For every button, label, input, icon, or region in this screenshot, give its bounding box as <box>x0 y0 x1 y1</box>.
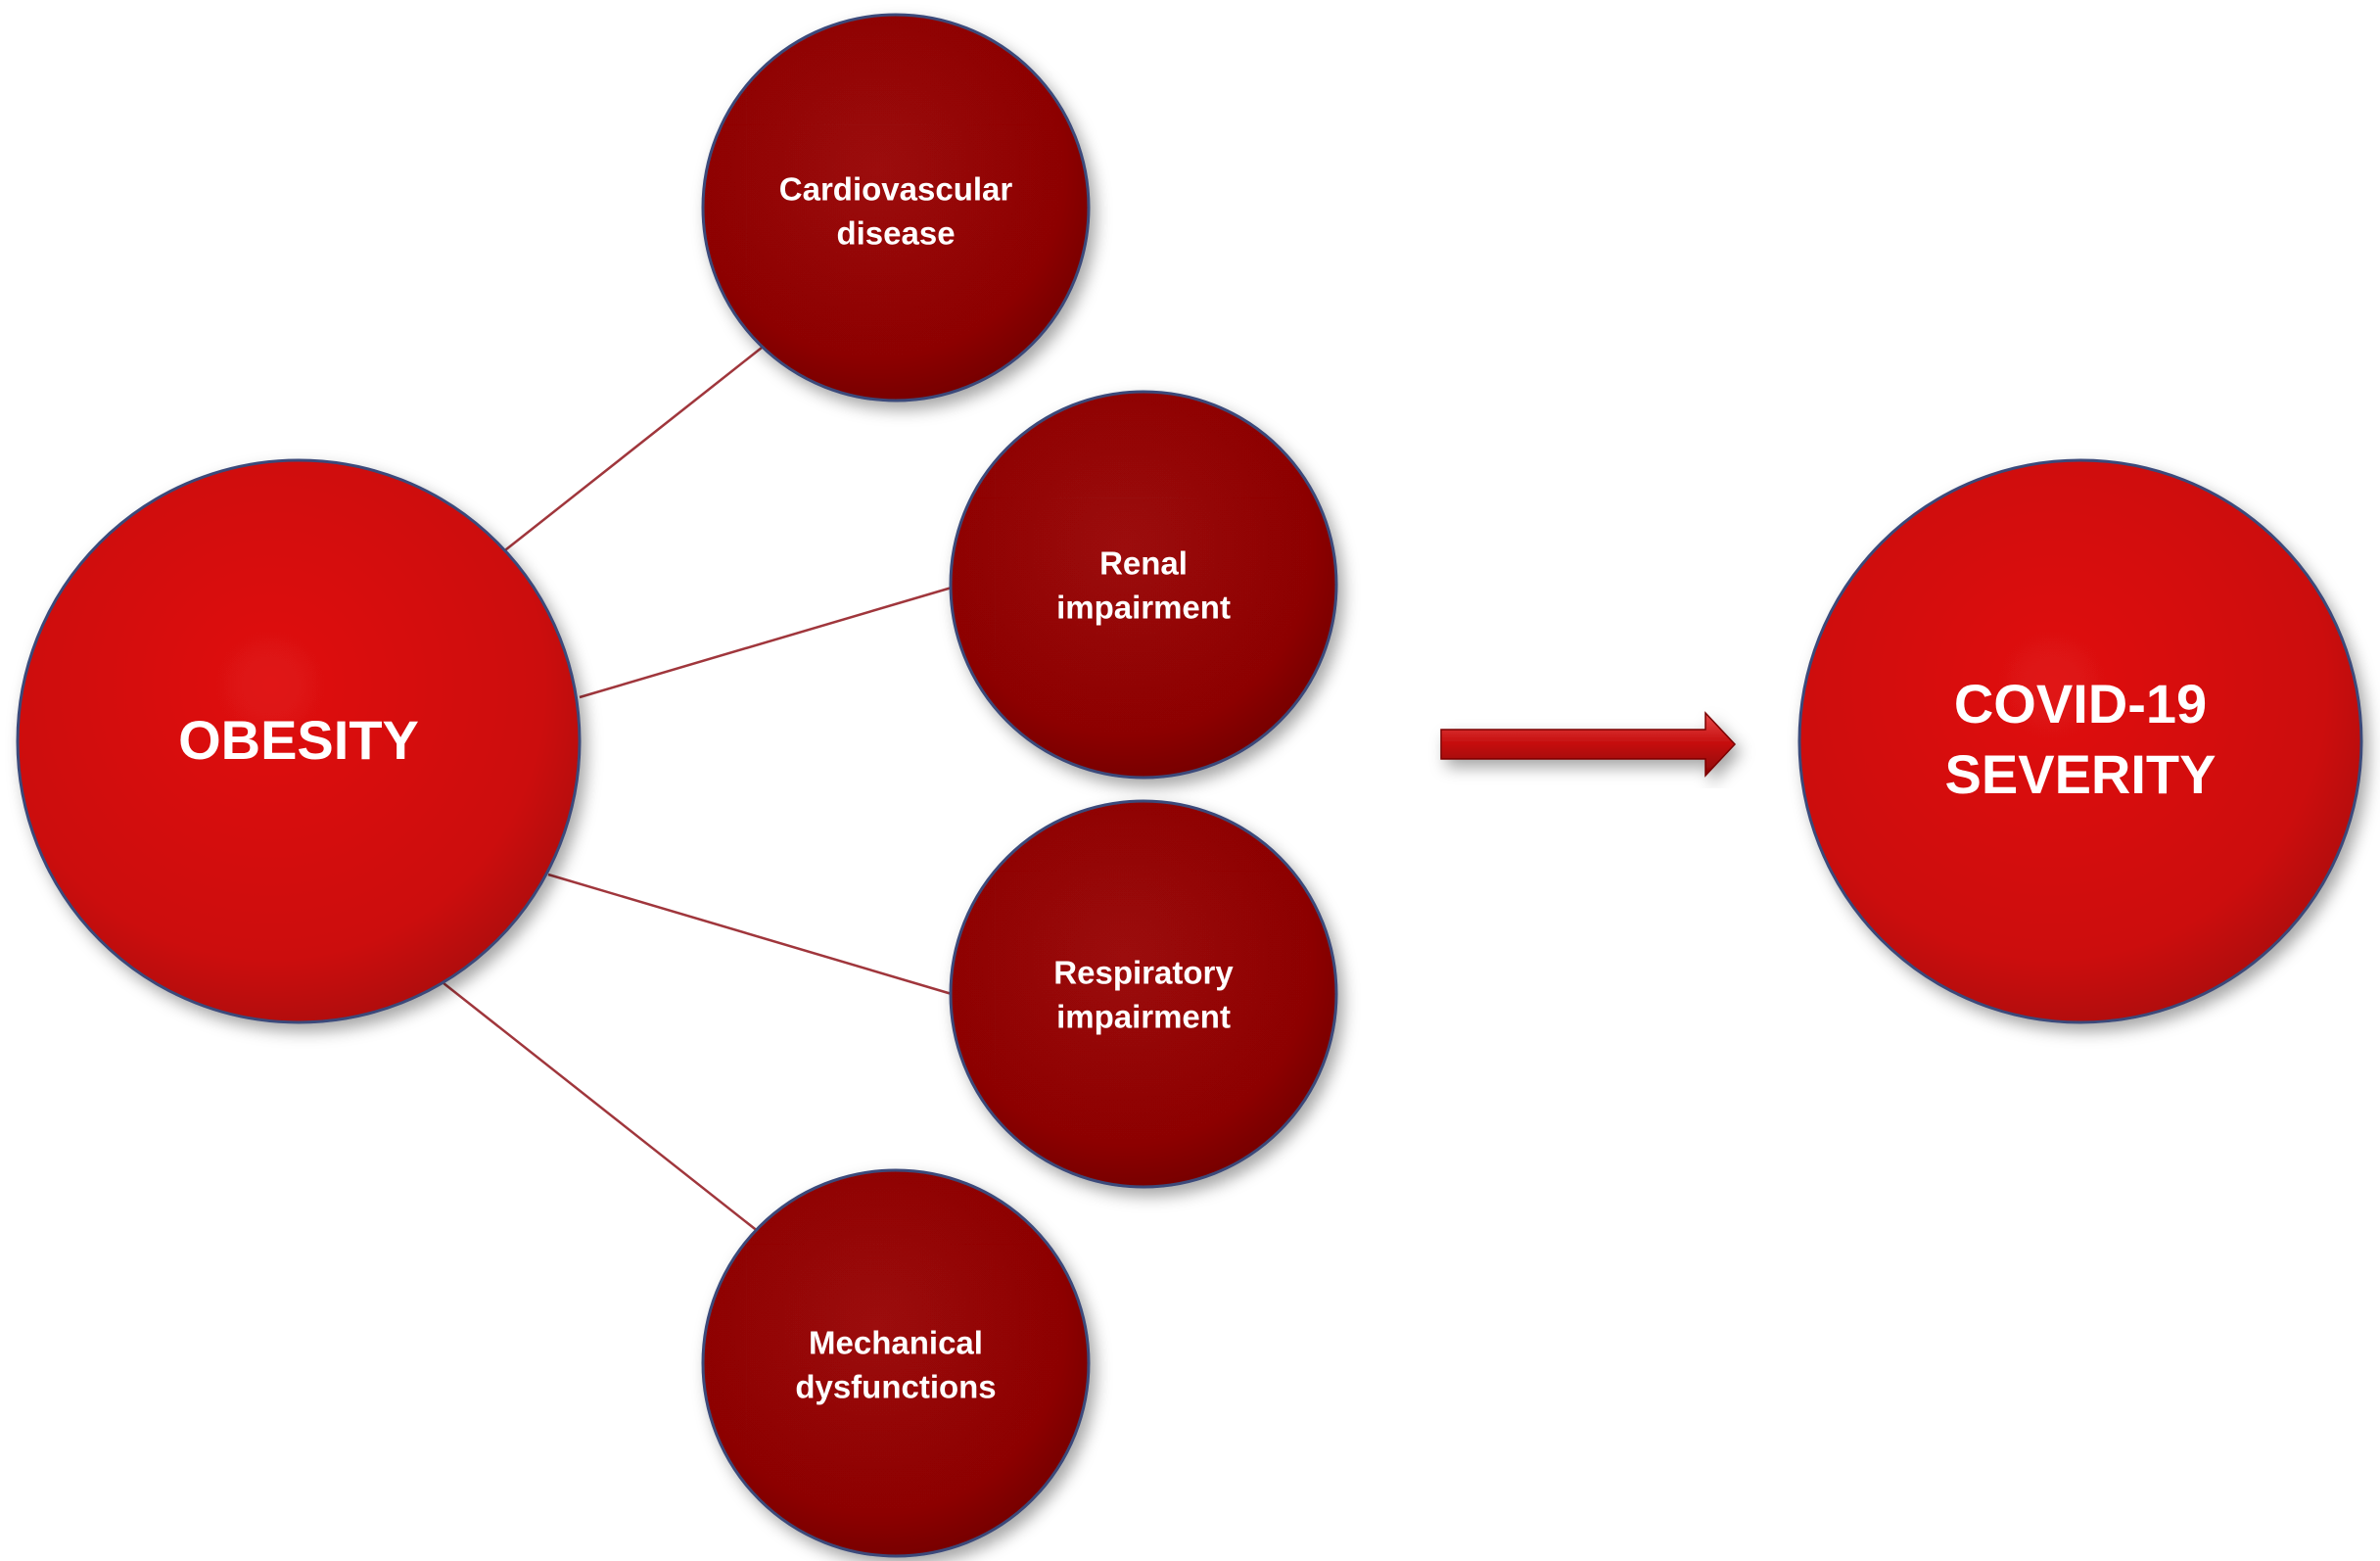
outcome-label: SEVERITY <box>1945 743 2217 805</box>
factor-circle <box>701 1168 1091 1558</box>
right-arrow-icon <box>1440 711 1737 778</box>
factor-label: Mechanical <box>809 1325 983 1361</box>
factor-node-renal: Renal impairment <box>949 390 1338 780</box>
factor-node-cardiovascular: Cardiovascular disease <box>701 13 1091 402</box>
factor-circle <box>949 390 1338 780</box>
connectors <box>438 347 953 1233</box>
connector-cardiovascular <box>500 347 763 554</box>
factor-label: impairment <box>1056 590 1231 626</box>
outcome-label: COVID-19 <box>1954 673 2207 734</box>
outcome-node-covid-severity: COVID-19 SEVERITY <box>1797 458 2363 1024</box>
factor-label: Cardiovascular <box>779 171 1013 208</box>
factor-node-respiratory: Respiratory impairment <box>949 799 1338 1189</box>
factor-label: dysfunctions <box>795 1369 996 1405</box>
hub-label: OBESITY <box>178 709 419 771</box>
hub-node-obesity: OBESITY <box>16 458 582 1024</box>
factor-circle <box>701 13 1091 402</box>
hub-circle <box>16 458 582 1024</box>
factor-node-mechanical: Mechanical dysfunctions <box>701 1168 1091 1558</box>
connector-respiratory <box>547 873 953 996</box>
factor-label: disease <box>836 215 955 252</box>
factor-label: Respiratory <box>1053 955 1234 991</box>
factor-circle <box>949 799 1338 1189</box>
arrow-shape <box>1440 711 1737 778</box>
factor-label: Renal <box>1099 545 1188 582</box>
factor-label: impairment <box>1056 999 1231 1035</box>
outcome-circle <box>1797 458 2363 1024</box>
connector-mechanical <box>438 978 760 1233</box>
connector-renal <box>579 586 953 699</box>
